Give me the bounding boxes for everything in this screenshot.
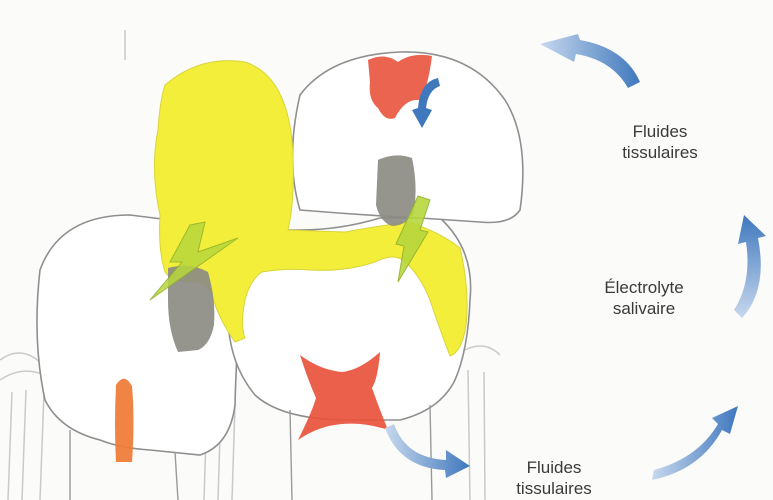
label-electrolyte-salivaire: Électrolyte salivaire <box>586 277 702 319</box>
label-fluides-tissulaires-top: Fluides tissulaires <box>602 121 718 163</box>
orange-canal <box>115 379 134 462</box>
label-fluides-tissulaires-bottom: Fluides tissulaires <box>496 457 612 499</box>
label-fluides-top-line1: Fluides <box>602 121 718 142</box>
label-fluides-top-line2: tissulaires <box>602 142 718 163</box>
arrow-bottom-right <box>385 424 470 478</box>
arrow-top-left <box>540 34 640 88</box>
label-electrolyte-line2: salivaire <box>586 298 702 319</box>
label-fluides-bottom-line2: tissulaires <box>496 478 612 499</box>
arrow-bottom-up <box>652 406 738 480</box>
label-electrolyte-line1: Électrolyte <box>586 277 702 298</box>
arrow-right-up <box>734 215 766 318</box>
label-fluides-bottom-line1: Fluides <box>496 457 612 478</box>
